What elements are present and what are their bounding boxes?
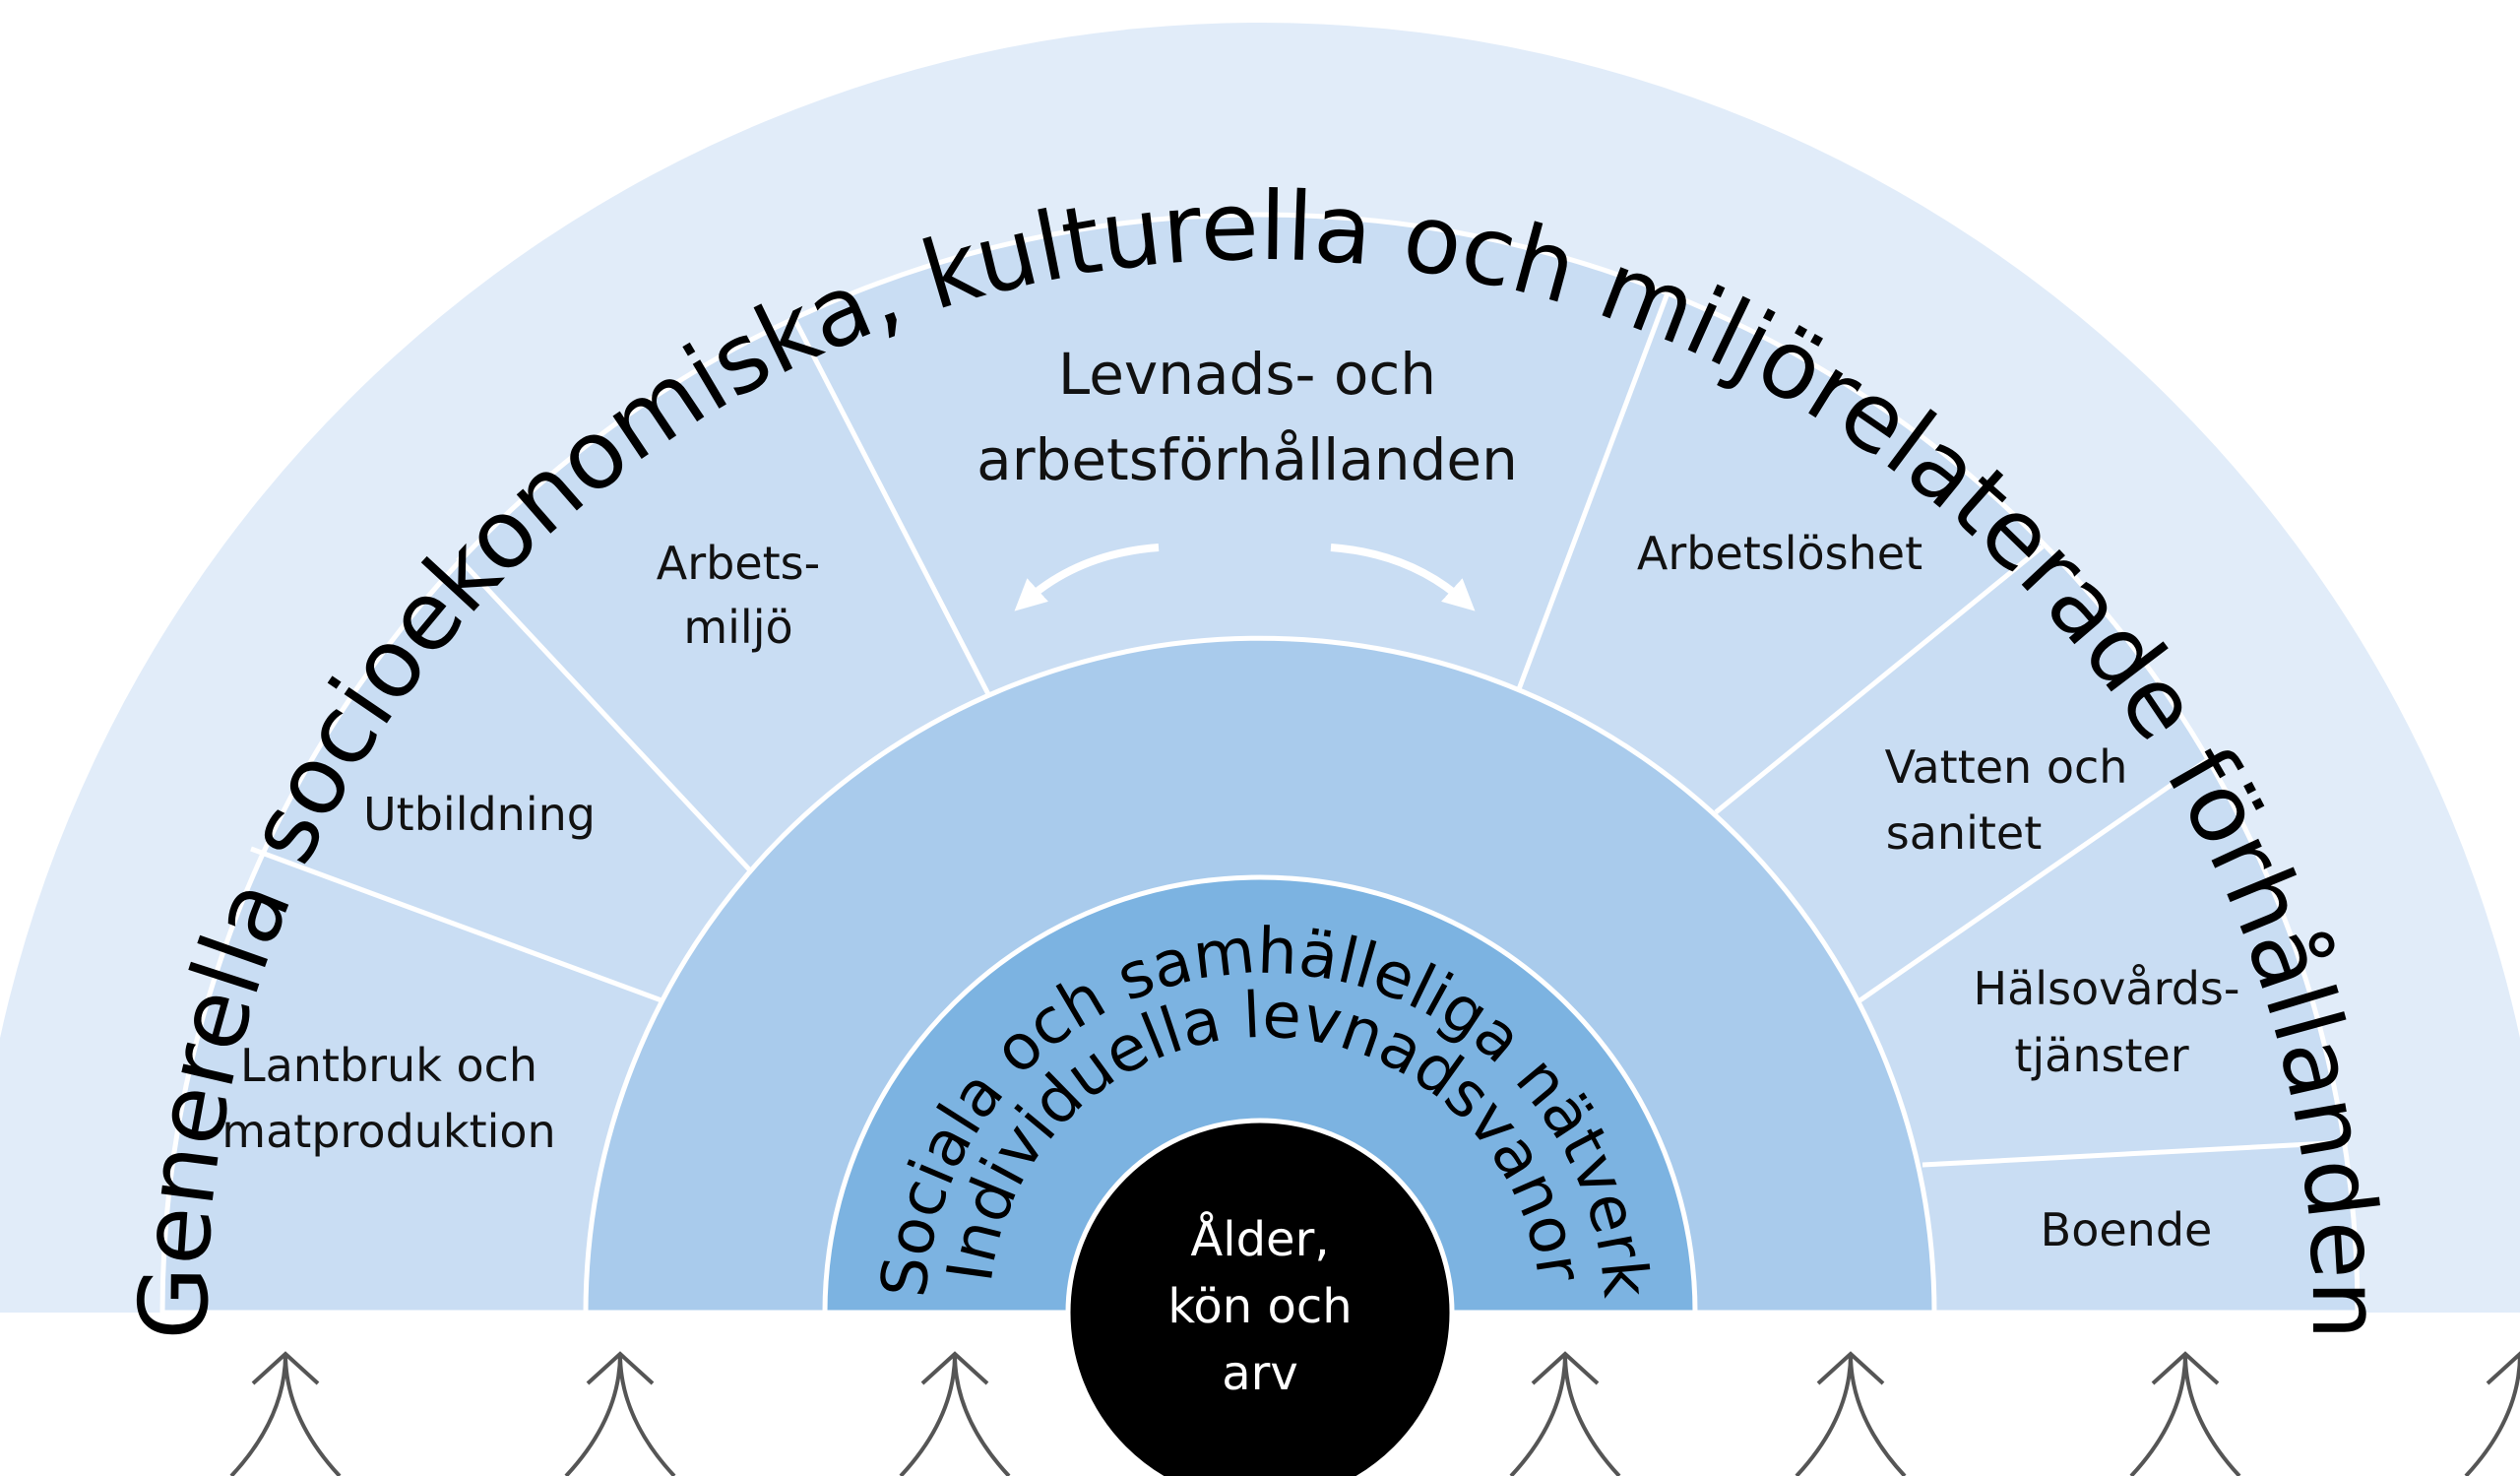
upward-arrow-icon — [2464, 1351, 2520, 1476]
upward-arrow-icon — [1509, 1351, 1621, 1476]
segment-vatten-line1: Vatten och — [1885, 740, 2128, 794]
segment-boende: Boende — [2041, 1203, 2213, 1256]
segment-halsovard-line2: tjänster — [2014, 1029, 2188, 1082]
segment-dividers — [250, 289, 2349, 1168]
upward-arrow-icon — [564, 1351, 676, 1476]
left-curved-arrow-icon — [1014, 544, 1160, 611]
individual-lifestyle-ring — [822, 874, 1698, 1316]
living-conditions-title-line1: Levnads- och — [1058, 341, 1436, 408]
core-circle — [1065, 1118, 1455, 1476]
upward-arrow-icon — [899, 1351, 1011, 1476]
core-label-line3: arv — [1222, 1346, 1298, 1401]
core-label-line2: kön och — [1167, 1279, 1352, 1334]
core-label-line1: Ålder, — [1190, 1211, 1329, 1267]
segment-lantbruk-line1: Lantbruk och — [240, 1039, 537, 1092]
segment-vatten-line2: sanitet — [1886, 806, 2042, 860]
segment-arbetsloshet: Arbetslöshet — [1637, 527, 1922, 580]
upward-arrow-icon — [2129, 1351, 2241, 1476]
upward-arrows — [229, 1351, 2520, 1476]
segment-halsovard-line1: Hälsovårds- — [1974, 962, 2240, 1015]
upward-arrow-icon — [1795, 1351, 1907, 1476]
living-conditions-title-line2: arbetsförhållanden — [976, 426, 1518, 493]
segment-lantbruk-line2: matproduktion — [221, 1105, 555, 1158]
segment-utbildning: Utbildning — [363, 788, 596, 841]
right-curved-arrow-icon — [1330, 544, 1476, 611]
upward-arrow-icon — [229, 1351, 342, 1476]
segment-arbetsmiljo-line1: Arbets- — [657, 537, 820, 590]
segment-arbetsmiljo-line2: miljö — [683, 601, 792, 654]
